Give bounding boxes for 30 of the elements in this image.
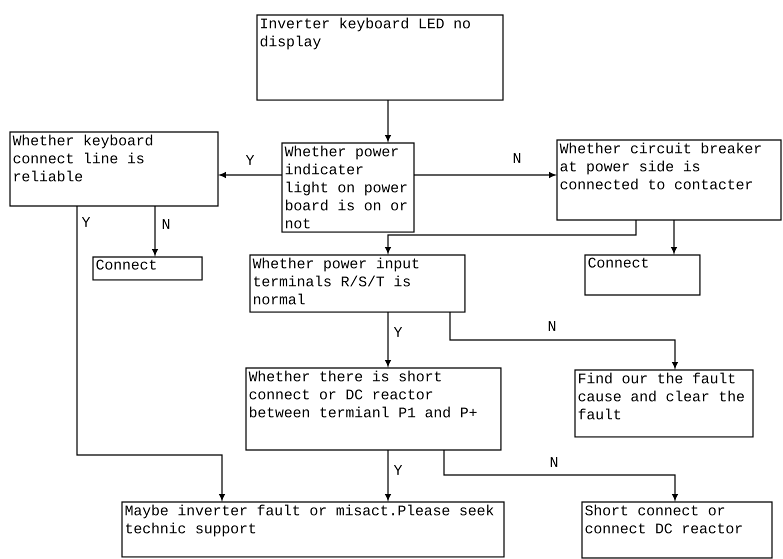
- arrow: [671, 220, 677, 254]
- edge-label: Y: [392, 326, 404, 338]
- arrow: [385, 450, 391, 500]
- edge-label: N: [546, 320, 558, 332]
- process-box: Whether keyboard connect line is reliable: [9, 131, 219, 207]
- edge-label: N: [548, 456, 560, 468]
- edge-label: N: [160, 218, 172, 230]
- arrow: [443, 450, 678, 500]
- process-box: Whether power input terminals R/S/T is normal: [249, 254, 466, 313]
- process-box: Whether power indicater light on power board is on or not: [281, 142, 415, 233]
- arrow: [414, 172, 556, 178]
- arrow: [76, 206, 225, 500]
- process-box: Short connect or connect DC reactor: [581, 501, 773, 559]
- process-box: Maybe inverter fault or misact.Please seek technic support: [121, 501, 505, 558]
- edge-label: N: [511, 152, 523, 164]
- process-box: Whether there is short connect or DC reactor between termianl P1 and P+: [245, 367, 502, 451]
- process-box: Inverter keyboard LED no display: [256, 14, 504, 101]
- process-box: Connect: [584, 254, 701, 296]
- edge-label: Y: [392, 464, 404, 476]
- edge-label: Y: [244, 154, 256, 166]
- process-box: Connect: [92, 256, 203, 281]
- edge-label: Y: [80, 216, 92, 228]
- arrow: [385, 100, 391, 142]
- arrow: [385, 220, 637, 254]
- arrow: [152, 206, 158, 256]
- arrow: [220, 172, 282, 178]
- process-box: Find our the fault cause and clear the fault: [574, 369, 754, 438]
- arrow: [385, 312, 391, 366]
- process-box: Whether circuit breaker at power side is connected to contacter: [556, 139, 782, 221]
- arrow: [449, 312, 678, 368]
